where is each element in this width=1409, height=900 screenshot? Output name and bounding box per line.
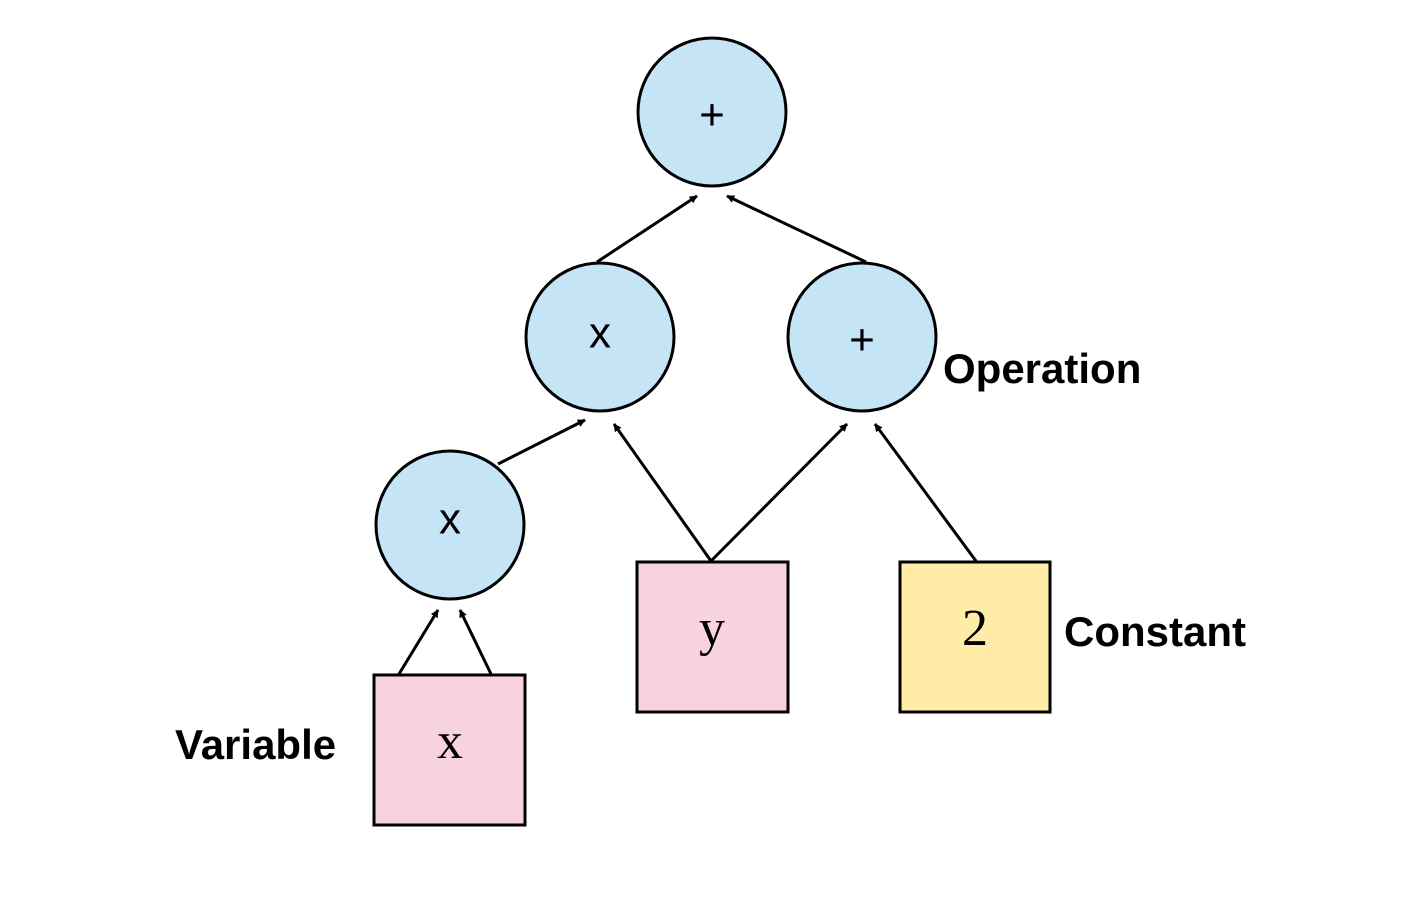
node-label: + [849,316,875,365]
variable-legend-label: Variable [175,721,336,768]
edge-y-to-mul-mid [612,423,713,562]
edge-plus-mid-to-root [726,194,867,264]
operation-node-root-plus: + [636,36,788,188]
node-label: y [699,600,725,657]
edge-const-to-plus-mid [873,423,978,562]
node-label: x [439,495,461,544]
operation-node-mul-mid: x [524,261,676,413]
operation-legend-label: Operation [943,345,1141,392]
operation-node-plus-mid: + [786,261,938,413]
edges [397,194,978,675]
node-label: + [699,91,725,140]
constant-node-2: 2 [898,560,1052,714]
node-label: 2 [962,600,988,657]
operation-node-mul-low: x [374,449,526,601]
variable-node-y: y [635,560,790,714]
variable-node-x: x [372,673,527,827]
node-label: x [437,713,463,770]
edge-x-to-mul-low-right [458,609,493,675]
edge-x-to-mul-low-left [397,609,440,675]
edge-mul-low-to-mul-mid [497,418,586,466]
constant-legend-label: Constant [1064,608,1246,655]
edge-mul-mid-to-root [596,194,698,264]
edge-y-to-plus-mid [709,422,849,563]
node-label: x [589,309,611,358]
